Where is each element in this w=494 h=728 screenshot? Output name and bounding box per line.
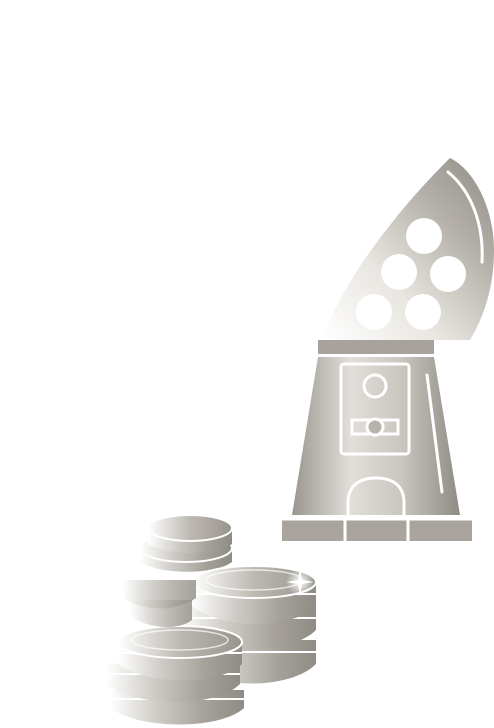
gumball — [406, 218, 442, 254]
slot-knob — [365, 417, 385, 437]
gumball-base — [282, 519, 472, 541]
turn-knob-icon — [362, 373, 388, 399]
coin-stack-left — [122, 580, 196, 628]
coin-mechanism-panel — [339, 362, 411, 456]
gumball — [430, 256, 466, 292]
gumball-globe — [322, 158, 494, 340]
gumballs — [356, 218, 466, 330]
coin-stack-back — [139, 514, 233, 572]
gumball-machine-icon — [282, 158, 494, 541]
gumball-collar — [318, 340, 434, 354]
gumball — [356, 294, 392, 330]
gumball — [381, 254, 417, 290]
globe-rim-highlight — [446, 170, 484, 264]
coin-stack-icon — [106, 514, 317, 725]
dispenser-door — [346, 476, 406, 515]
gumball — [405, 294, 441, 330]
coin-stack-front — [106, 625, 244, 725]
